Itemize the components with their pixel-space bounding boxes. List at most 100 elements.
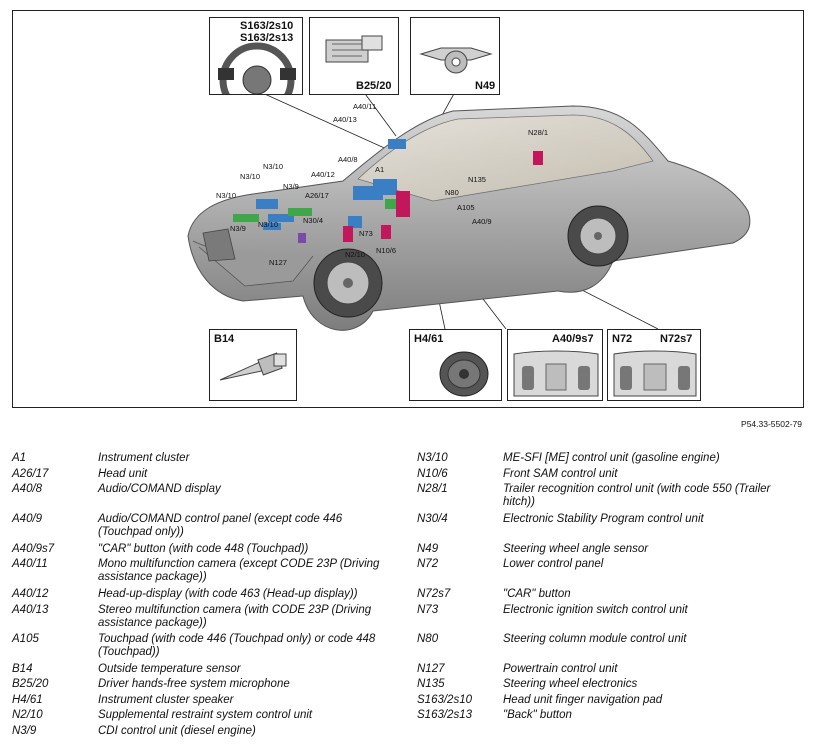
legend-code: A40/9s7 [12, 543, 55, 555]
legend-code: N3/10 [417, 452, 448, 464]
legend-code: A40/12 [12, 588, 49, 600]
legend-code: A40/13 [12, 604, 49, 616]
callout-label: A40/8 [338, 155, 358, 164]
legend-code: A105 [12, 633, 39, 645]
legend-description: Mono multifunction camera (except CODE 2… [98, 558, 380, 583]
legend-description: Stereo multifunction camera (with CODE 2… [98, 604, 372, 629]
inset-microphone: B25/20 [309, 17, 399, 95]
legend-code: N28/1 [417, 483, 448, 495]
legend-code: N72s7 [417, 588, 451, 600]
legend-description: Head-up-display (with code 463 (Head-up … [98, 588, 358, 600]
callout-label: N3/9 [230, 224, 246, 233]
legend-description: Audio/COMAND display [98, 483, 221, 495]
legend-code: B25/20 [12, 678, 49, 690]
callout-label: N30/4 [303, 216, 324, 225]
callout-label: N10/6 [376, 246, 397, 255]
inset-label: N49 [475, 80, 496, 92]
inset-label: S163/2s10 [240, 20, 294, 32]
callout-label: N80 [445, 188, 459, 197]
callout-label: N3/9 [283, 182, 299, 191]
angle-sensor-icon [419, 47, 493, 74]
inset-touchpad: A40/9s7 [507, 329, 603, 401]
legend-description: ME-SFI [ME] control unit (gasoline engin… [503, 452, 720, 464]
legend-description: Head unit [98, 468, 148, 480]
microphone-icon [325, 35, 383, 63]
inset-label: S163/2s13 [240, 32, 294, 44]
callout-label: N2/10 [345, 250, 366, 259]
speaker-icon [439, 351, 489, 397]
inset-lower-control-panel: N72 N72s7 [607, 329, 701, 401]
legend-description: Driver hands-free system microphone [98, 678, 290, 690]
legend-code: N80 [417, 633, 439, 645]
vehicle-component-diagram: A40/11 A40/13 N28/1 A40/8 A1 A40/12 N3/1… [12, 10, 804, 408]
steering-wheel-icon [218, 42, 296, 94]
inset-speaker: H4/61 [409, 329, 502, 401]
inset-label: N72 [612, 333, 633, 345]
legend-description: Electronic ignition switch control unit [503, 604, 688, 616]
control-panel-icon [613, 350, 697, 397]
legend-description: Trailer recognition control unit (with c… [503, 483, 771, 508]
legend-code: A40/9 [12, 513, 43, 525]
legend-code: N72 [417, 558, 439, 570]
inset-steering-wheel-switch: S163/2s10 S163/2s13 [209, 17, 303, 95]
callout-label: N3/10 [263, 162, 284, 171]
legend-description: CDI control unit (diesel engine) [98, 725, 256, 737]
legend-code: N135 [417, 678, 445, 690]
legend-code: N10/6 [417, 468, 448, 480]
legend-description: "CAR" button [503, 588, 571, 600]
callout-label: N3/10 [216, 191, 237, 200]
legend-description: Outside temperature sensor [98, 663, 241, 675]
inset-steering-angle-sensor: N49 [410, 17, 500, 95]
legend-code: B14 [12, 663, 33, 675]
legend-code: H4/61 [12, 694, 43, 706]
legend-description: Touchpad (with code 446 (Touchpad only) … [98, 633, 376, 658]
figure-reference: P54.33-5502-79 [741, 419, 802, 429]
callout-label: A105 [457, 203, 475, 212]
legend-description: Electronic Stability Program control uni… [503, 513, 704, 525]
callout-label: N135 [468, 175, 486, 184]
inset-label: B14 [214, 333, 235, 345]
legend-code: A1 [12, 452, 27, 464]
legend-description: "CAR" button (with code 448 (Touchpad)) [98, 543, 309, 555]
callout-label: N28/1 [528, 128, 549, 137]
touchpad-panel-icon [513, 350, 599, 397]
temperature-sensor-icon [219, 352, 287, 381]
legend-code: N127 [417, 663, 445, 675]
callout-label: A40/9 [472, 217, 492, 226]
callout-label: N127 [269, 258, 287, 267]
legend-code: S163/2s13 [417, 709, 472, 721]
legend-description: "Back" button [503, 709, 572, 721]
inset-temperature-sensor: B14 [209, 329, 297, 401]
callout-label: N3/10 [240, 172, 261, 181]
inset-label: A40/9s7 [552, 333, 594, 345]
legend-code: N49 [417, 543, 439, 555]
car-illustration [187, 80, 751, 331]
callout-label: N73 [359, 229, 373, 238]
callout-label: A1 [375, 165, 385, 174]
legend-code: N73 [417, 604, 439, 616]
callout-label: N3/10 [258, 220, 279, 229]
inset-label: B25/20 [356, 80, 392, 92]
legend-code: A40/11 [12, 558, 48, 570]
callout-label: A40/13 [333, 115, 357, 124]
legend-description: Supplemental restraint system control un… [98, 709, 313, 721]
inset-label: N72s7 [660, 333, 693, 345]
legend-description: Audio/COMAND control panel (except code … [98, 513, 343, 538]
legend-description: Head unit finger navigation pad [503, 694, 663, 706]
legend-description: Steering wheel angle sensor [503, 543, 649, 555]
legend-description: Steering wheel electronics [503, 678, 638, 690]
inset-label: H4/61 [414, 333, 444, 345]
legend-description: Powertrain control unit [503, 663, 618, 675]
legend-code: A40/8 [12, 483, 43, 495]
legend-description: Instrument cluster [98, 452, 190, 464]
legend-description: Steering column module control unit [503, 633, 687, 645]
legend-code: N3/9 [12, 725, 37, 737]
legend-code: N2/10 [12, 709, 43, 721]
legend-description: Front SAM control unit [503, 468, 618, 480]
legend-code: A26/17 [12, 468, 49, 480]
callout-label: A40/11 [353, 102, 377, 111]
legend-description: Lower control panel [503, 558, 604, 570]
components [233, 139, 543, 243]
legend-code: N30/4 [417, 513, 448, 525]
